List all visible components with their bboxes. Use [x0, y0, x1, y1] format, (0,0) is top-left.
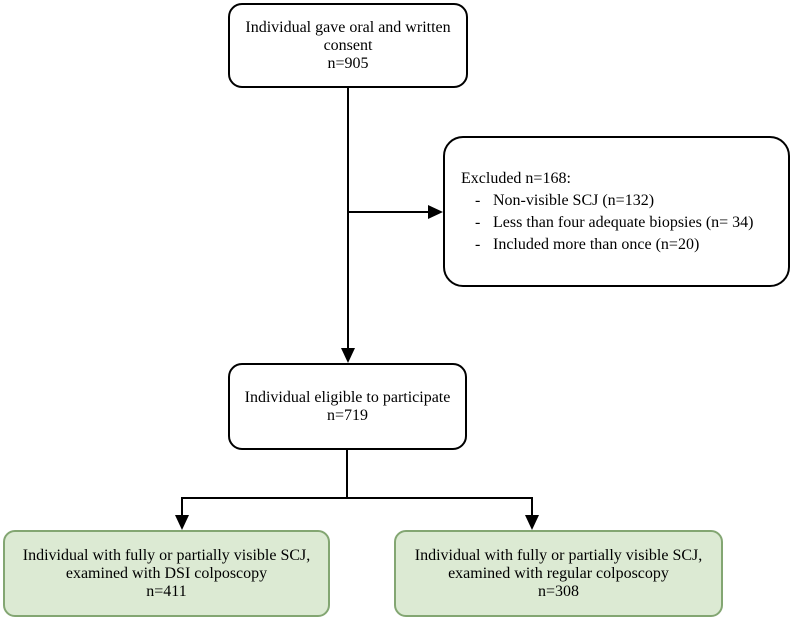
node-excluded-title: Excluded n=168: [461, 169, 571, 187]
node-excluded-item-1: - Non-visible SCJ (n=132) [461, 190, 784, 212]
node-regular-count: n=308 [537, 582, 580, 600]
node-dsi-text-line2: examined with DSI colposcopy [65, 564, 268, 582]
node-excluded-item-2-text: Less than four adequate biopsies (n= 34) [493, 213, 754, 231]
bullet-dash: - [475, 235, 481, 253]
node-eligible-text: Individual eligible to participate [244, 388, 451, 406]
connector-eligible-split [175, 450, 539, 530]
node-dsi-colposcopy: Individual with fully or partially visib… [3, 530, 330, 617]
connector-branch-to-excluded [348, 205, 443, 219]
node-excluded: Excluded n=168: - Non-visible SCJ (n=132… [443, 136, 790, 287]
node-dsi-count: n=411 [146, 582, 187, 600]
bullet-dash: - [475, 213, 481, 231]
node-regular-colposcopy: Individual with fully or partially visib… [394, 530, 723, 617]
bullet-dash: - [475, 191, 481, 209]
node-eligible: Individual eligible to participate n=719 [228, 363, 467, 450]
node-excluded-item-3-text: Included more than once (n=20) [493, 235, 700, 253]
node-dsi-text-line1: Individual with fully or partially visib… [22, 546, 311, 564]
node-excluded-item-3: - Included more than once (n=20) [461, 234, 784, 256]
node-excluded-item-2: - Less than four adequate biopsies (n= 3… [461, 212, 784, 234]
connector-consent-to-eligible [341, 88, 355, 363]
node-consent: Individual gave oral and written consent… [228, 3, 468, 88]
node-regular-text-line1: Individual with fully or partially visib… [414, 546, 703, 564]
node-consent-text-line2: consent [323, 36, 373, 54]
node-consent-text-line1: Individual gave oral and written [245, 18, 451, 36]
node-regular-text-line2: examined with regular colposcopy [448, 564, 669, 582]
node-eligible-count: n=719 [326, 406, 369, 424]
node-consent-count: n=905 [327, 54, 369, 72]
node-excluded-item-1-text: Non-visible SCJ (n=132) [493, 191, 655, 209]
